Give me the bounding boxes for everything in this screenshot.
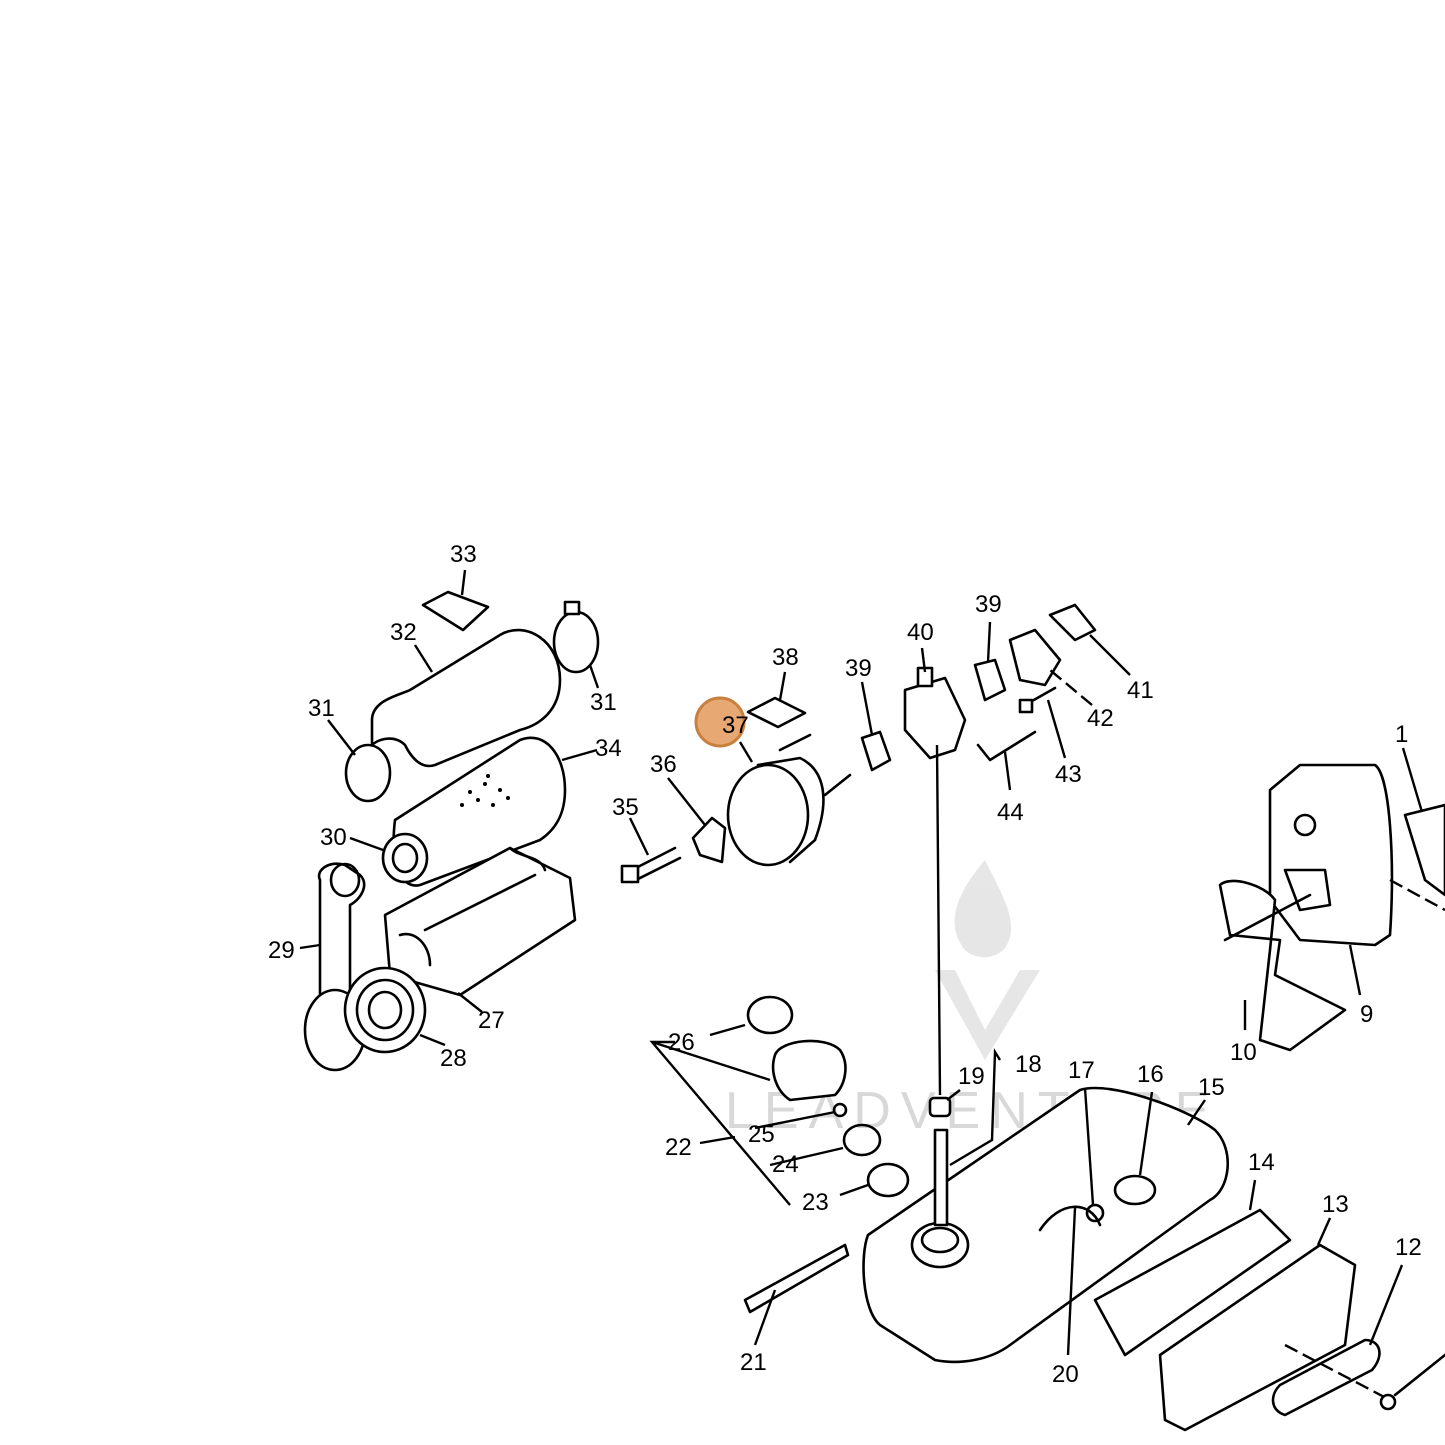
part-10-shield: [1218, 879, 1347, 1052]
callout-21[interactable]: 21: [740, 1349, 767, 1376]
callout-20[interactable]: 20: [1052, 1361, 1079, 1388]
part-30-inner-tube: [381, 832, 429, 884]
leader-lines: [299, 569, 1424, 1356]
watermark-flame-icon: [954, 860, 1012, 958]
part-35-bolt-head: [620, 864, 640, 884]
callout-30[interactable]: 30: [320, 824, 347, 851]
callout-19[interactable]: 19: [958, 1063, 985, 1090]
callout-36[interactable]: 36: [650, 751, 677, 778]
intake-cluster: [620, 603, 1097, 1096]
callout-25[interactable]: 25: [748, 1121, 775, 1148]
callout-34[interactable]: 34: [595, 735, 622, 762]
part-1-gasket: [1403, 803, 1445, 897]
fuel-tank-assembly: [743, 995, 1445, 1432]
watermark-logo-mark: [935, 970, 1040, 1060]
part-34-perforations: [460, 774, 510, 807]
callout-42[interactable]: 42: [1087, 705, 1114, 732]
part-31-clamp-left: [344, 743, 392, 803]
part-26-gasket-ring: [746, 995, 794, 1035]
part-16-sender: [1113, 1174, 1157, 1206]
part-19-grommet: [928, 1096, 952, 1118]
part-38-gasket: [746, 696, 807, 729]
callout-32[interactable]: 32: [390, 619, 417, 646]
part-screw: [1379, 1393, 1397, 1411]
callout-16[interactable]: 16: [1137, 1061, 1164, 1088]
part-31-clamp-right: [552, 610, 600, 674]
part-17-plug: [1085, 1203, 1105, 1223]
callout-37[interactable]: 37: [722, 712, 749, 739]
air-filter-assembly: [303, 590, 600, 1072]
part-23-ring: [866, 1162, 910, 1198]
callout-24[interactable]: 24: [772, 1151, 799, 1178]
callout-12[interactable]: 12: [1395, 1234, 1422, 1261]
part-18-filler-tube: [933, 1128, 949, 1227]
part-24-filter-disc: [842, 1123, 882, 1157]
callout-9[interactable]: 9: [1360, 1001, 1373, 1028]
callout-labels: 1 9 10 12 13 14 15 16 17 18 19 20 21 22 …: [268, 541, 1422, 1388]
part-37-breather-body: [726, 763, 810, 867]
part-44-tube: [976, 730, 1037, 762]
part-9-muffler: [1268, 763, 1394, 947]
part-25-vent: [832, 1102, 848, 1118]
part-33-label-plate: [421, 590, 490, 632]
callout-28[interactable]: 28: [440, 1045, 467, 1072]
callout-17[interactable]: 17: [1068, 1057, 1095, 1084]
callout-39-right[interactable]: 39: [975, 591, 1002, 618]
part-36-bracket: [691, 816, 727, 864]
part-13-heat-shield: [1158, 1243, 1357, 1432]
callout-15[interactable]: 15: [1198, 1074, 1225, 1101]
callout-44[interactable]: 44: [997, 799, 1024, 826]
callout-39-mid[interactable]: 39: [845, 655, 872, 682]
callout-26[interactable]: 26: [668, 1029, 695, 1056]
callout-18[interactable]: 18: [1015, 1051, 1042, 1078]
callout-1[interactable]: 1: [1395, 721, 1408, 748]
muffler-assembly: [1218, 763, 1445, 1052]
callout-27[interactable]: 27: [478, 1007, 505, 1034]
part-15-fuel-tank: [862, 1086, 1229, 1364]
callout-13[interactable]: 13: [1322, 1191, 1349, 1218]
callout-40[interactable]: 40: [907, 619, 934, 646]
callout-38[interactable]: 38: [772, 644, 799, 671]
part-21-rod: [743, 1243, 850, 1314]
callout-33[interactable]: 33: [450, 541, 477, 568]
callout-43[interactable]: 43: [1055, 761, 1082, 788]
part-40-carburetor: [903, 676, 967, 760]
callout-31-left[interactable]: 31: [308, 695, 335, 722]
part-31-clamp-tab: [563, 600, 581, 616]
callout-41[interactable]: 41: [1127, 677, 1154, 704]
callout-35[interactable]: 35: [612, 794, 639, 821]
part-12-cover: [1271, 1338, 1381, 1417]
part-22-fuel-cap: [771, 1039, 847, 1102]
part-39-gasket-right: [973, 658, 1007, 702]
part-39-gasket-mid: [860, 730, 892, 772]
part-14-plate: [1093, 1208, 1292, 1357]
callout-29[interactable]: 29: [268, 937, 295, 964]
callout-10[interactable]: 10: [1230, 1039, 1257, 1066]
highlight-marker[interactable]: [694, 696, 746, 748]
part-32-filter-cover: [370, 628, 562, 768]
part-42-adapter: [1008, 628, 1062, 687]
callout-31-right[interactable]: 31: [590, 689, 617, 716]
fuel-line: [935, 744, 942, 1096]
callout-23[interactable]: 23: [802, 1189, 829, 1216]
callout-22[interactable]: 22: [665, 1134, 692, 1161]
callout-14[interactable]: 14: [1248, 1149, 1275, 1176]
part-41-gasket: [1048, 603, 1097, 642]
